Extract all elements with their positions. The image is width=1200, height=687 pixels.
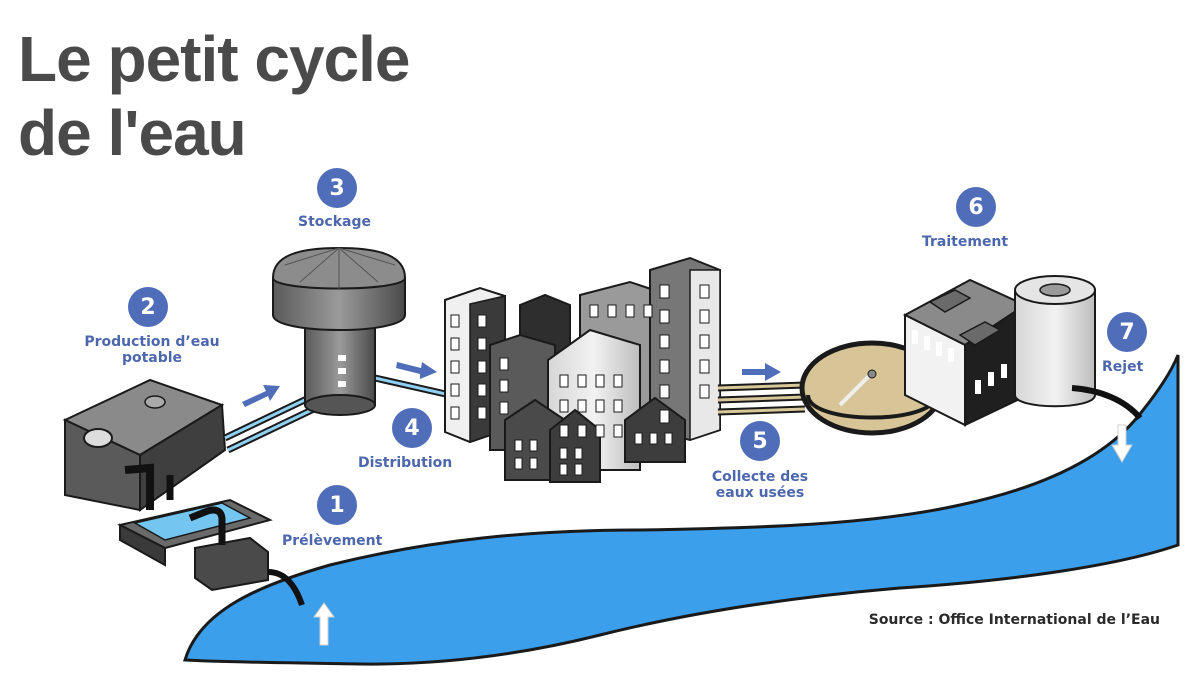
step-2-label: Production d’eau potable bbox=[84, 334, 220, 366]
arrow-3-to-4 bbox=[396, 362, 437, 379]
city-buildings bbox=[444, 256, 721, 483]
step-1-label: Prélèvement bbox=[282, 533, 383, 549]
step-7-badge: 7 bbox=[1107, 312, 1147, 352]
step-5-label: Collecte des eaux usées bbox=[711, 469, 809, 501]
flow-arrows bbox=[242, 362, 781, 407]
wastewater-treatment-station bbox=[799, 275, 1143, 436]
step-5-badge: 5 bbox=[740, 421, 780, 461]
intake-arrow-up bbox=[313, 602, 335, 646]
step-2-badge: 2 bbox=[128, 287, 168, 327]
arrow-2-to-3 bbox=[242, 385, 280, 407]
water-tower bbox=[271, 246, 407, 416]
title-line-1: Le petit cycle bbox=[18, 23, 410, 95]
clean-water-pipes bbox=[223, 374, 451, 454]
source-credit: Source : Office International de l’Eau bbox=[868, 612, 1160, 628]
step-3-badge: 3 bbox=[317, 168, 357, 208]
vertical-arrows bbox=[313, 424, 1133, 646]
discharge-arrow-down bbox=[1111, 424, 1133, 463]
water-treatment-plant bbox=[62, 378, 227, 512]
step-6-badge: 6 bbox=[956, 187, 996, 227]
arrow-4-to-5 bbox=[742, 363, 781, 381]
intake-pump bbox=[117, 498, 305, 607]
step-7-label: Rejet bbox=[1102, 359, 1144, 375]
step-3-label: Stockage bbox=[298, 214, 371, 230]
step-1-badge: 1 bbox=[317, 485, 357, 525]
step-4-badge: 4 bbox=[392, 408, 432, 448]
river bbox=[183, 354, 1180, 666]
waste-water-pipes bbox=[717, 381, 806, 416]
step-6-label: Traitement bbox=[922, 234, 1009, 250]
title-line-2: de l'eau bbox=[18, 97, 247, 169]
diagram-title: Le petit cycle de l'eau bbox=[18, 22, 410, 170]
step-4-label: Distribution bbox=[358, 455, 453, 471]
